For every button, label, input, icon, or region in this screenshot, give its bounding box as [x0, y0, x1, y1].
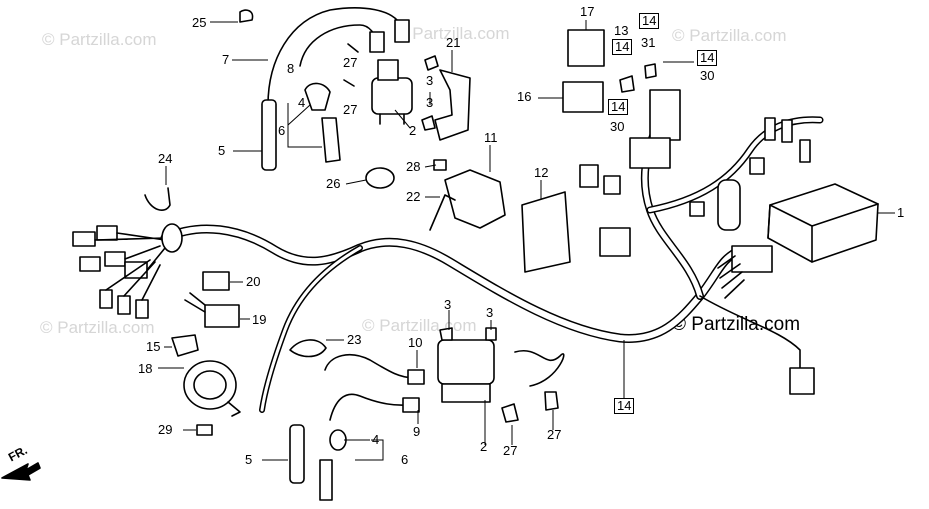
callout-5: 5 [218, 143, 226, 158]
callout-17: 17 [580, 4, 595, 19]
relay-16 [562, 81, 604, 113]
watermark-faint: © Partzilla.com [42, 30, 157, 49]
callout-28: 28 [406, 159, 421, 174]
part-15 [171, 334, 199, 357]
callout-15: 15 [146, 339, 161, 354]
callout-26: 26 [326, 176, 341, 191]
callout-4: 4 [298, 95, 306, 110]
grommet-26 [365, 167, 395, 189]
fuse-box [619, 63, 681, 169]
callout-18: 18 [138, 361, 153, 376]
callout-14-c: 14 [697, 50, 718, 66]
callout-11: 11 [484, 130, 498, 145]
watermark-faint: © Partzilla.com [40, 318, 155, 337]
unit-19 [184, 292, 240, 328]
callout-5-b: 5 [245, 452, 253, 467]
callout-14-e: 14 [614, 398, 635, 414]
connector-pigtail [789, 367, 815, 395]
callout-3-b: 3 [426, 95, 434, 110]
relay-17 [567, 29, 605, 67]
callout-27-a: 27 [343, 55, 358, 70]
callout-20: 20 [246, 274, 261, 289]
bolt-29 [196, 424, 213, 436]
callout-29: 29 [158, 422, 173, 437]
callout-16: 16 [517, 89, 532, 104]
callout-30-a: 30 [700, 68, 715, 83]
callout-13: 13 [614, 23, 629, 38]
clip-24 [144, 187, 171, 211]
leader-lines [158, 20, 895, 461]
callout-1: 1 [897, 205, 905, 220]
plug-wires-top [239, 7, 410, 171]
callout-12: 12 [534, 165, 549, 180]
callout-19: 19 [252, 312, 267, 327]
wire-loop [514, 349, 565, 387]
callout-22: 22 [406, 189, 421, 204]
callout-3-a: 3 [426, 73, 434, 88]
connector-right-wires [717, 255, 745, 299]
screws-27-lower [501, 391, 559, 423]
wire-23 [289, 339, 327, 358]
callout-31: 31 [641, 35, 656, 50]
ignition-coil-top [343, 43, 413, 125]
callout-10: 10 [408, 335, 423, 350]
callout-21: 21 [446, 35, 461, 50]
front-arrow-icon [1, 462, 41, 481]
callout-3-d: 3 [486, 305, 494, 320]
plate-12 [521, 191, 571, 273]
callout-24: 24 [158, 151, 173, 166]
callout-3-c: 3 [444, 297, 452, 312]
watermark-faint: © Partzilla.com [395, 24, 510, 43]
callout-2-b: 2 [480, 439, 488, 454]
callout-9: 9 [413, 424, 421, 439]
callout-23: 23 [347, 332, 362, 347]
callout-7: 7 [222, 52, 230, 67]
callout-8: 8 [287, 61, 295, 76]
plug-wires-lower [289, 354, 425, 501]
left-connector-cluster [72, 223, 183, 319]
callout-14-d: 14 [608, 99, 629, 115]
callout-27-c: 27 [503, 443, 518, 458]
callout-14-a: 14 [612, 39, 633, 55]
pigtail [699, 295, 801, 371]
callout-27-b: 27 [343, 102, 358, 117]
nuts-3 [421, 55, 439, 131]
callout-6: 6 [278, 123, 286, 138]
callout-4-b: 4 [372, 432, 380, 447]
relay-20 [202, 271, 230, 291]
callout-14-b: 14 [639, 13, 660, 29]
horn-18 [183, 360, 241, 417]
callout-27-d: 27 [547, 427, 562, 442]
nut-28 [433, 159, 447, 171]
right-connectors [579, 117, 811, 257]
sensor-11 [429, 169, 506, 231]
connector-right [731, 245, 773, 273]
ignition-coil-lower [437, 327, 497, 403]
watermark-faint: © Partzilla.com [672, 26, 787, 45]
ecu-1 [767, 183, 879, 263]
callout-6-b: 6 [401, 452, 409, 467]
bracket-21 [434, 69, 471, 141]
callout-30-b: 30 [610, 119, 625, 134]
callout-25: 25 [192, 15, 207, 30]
callout-2-a: 2 [409, 123, 417, 138]
